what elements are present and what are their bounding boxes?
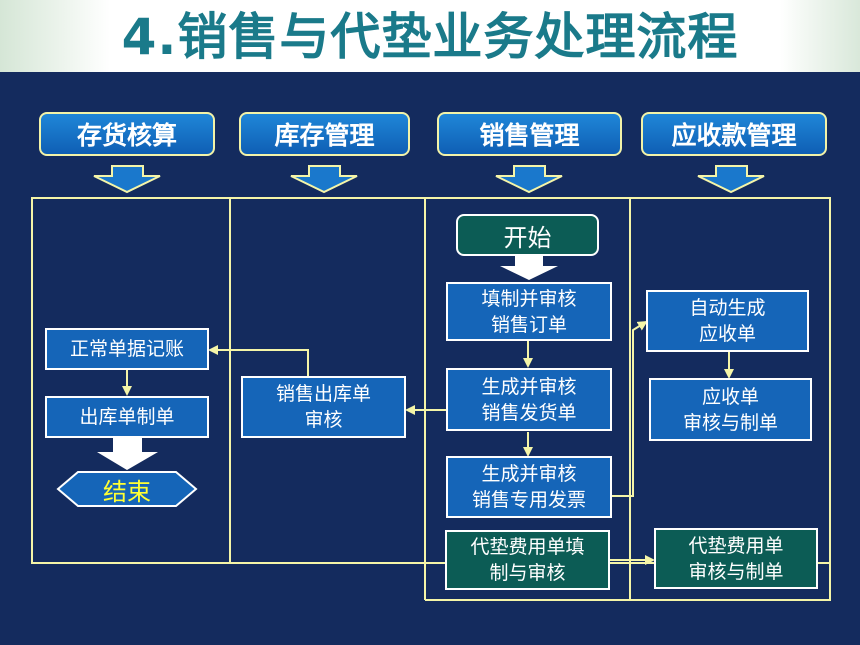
end-label: 结束 — [103, 477, 151, 506]
swimlane-frame — [31, 197, 831, 601]
outbound-review-node: 销售出库单 审核 — [241, 376, 406, 438]
arrow-down-stock — [290, 165, 358, 194]
voucher-to-end-arrow — [97, 438, 158, 470]
header-down-arrows — [93, 165, 765, 194]
arrow-down-receivables — [697, 165, 765, 194]
end-terminator — [56, 471, 198, 507]
auto-receivable-node: 自动生成 应收单 — [646, 290, 809, 352]
arrow-down-inventory — [93, 165, 161, 194]
start-down-arrow — [500, 256, 558, 280]
header-decoration-right — [780, 0, 860, 72]
sales-order-node: 填制并审核 销售订单 — [446, 282, 612, 341]
invoice-to-receivable-connector — [612, 320, 648, 497]
normal-posting-node: 正常单据记账 — [45, 328, 209, 370]
flow-connectors — [122, 320, 734, 565]
outbound-voucher-node: 出库单制单 — [45, 396, 209, 438]
column-header-receivables-management: 应收款管理 — [641, 112, 827, 156]
column-header-sales-management: 销售管理 — [437, 112, 622, 156]
start-node: 开始 — [456, 214, 599, 256]
header-decoration-left — [0, 0, 110, 72]
slide-title: 4.销售与代垫业务处理流程 — [121, 8, 739, 66]
column-header-inventory-accounting: 存货核算 — [39, 112, 215, 156]
advance-fee-review-node: 代垫费用单 审核与制单 — [654, 528, 818, 589]
title-bar: 4.销售与代垫业务处理流程 — [0, 0, 860, 72]
arrow-down-sales — [495, 165, 563, 194]
special-invoice-node: 生成并审核 销售专用发票 — [446, 456, 612, 518]
column-header-stock-management: 库存管理 — [239, 112, 410, 156]
advance-fee-fill-node: 代垫费用单填 制与审核 — [445, 530, 610, 590]
outbound-to-posting-connector — [208, 345, 309, 376]
receivable-review-node: 应收单 审核与制单 — [649, 378, 812, 441]
delivery-note-node: 生成并审核 销售发货单 — [446, 368, 612, 431]
